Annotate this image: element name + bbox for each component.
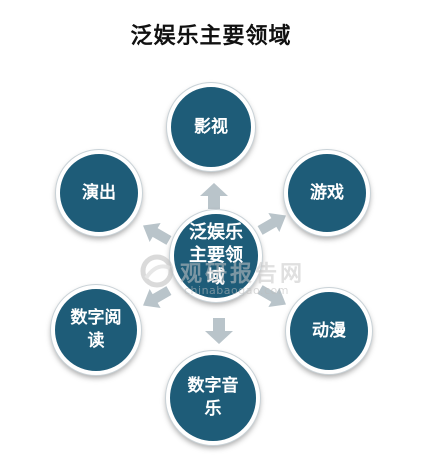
arrow-upper-right [255, 206, 292, 240]
node-anime: 动漫 [286, 288, 372, 374]
arrow-down [205, 318, 233, 344]
arrow-upper-left [138, 216, 175, 250]
node-music: 数字音 乐 [166, 351, 260, 445]
node-performance: 演出 [56, 150, 142, 236]
arrow-lower-left [138, 281, 175, 315]
diagram-title: 泛娱乐主要领域 [130, 23, 292, 49]
arrow-lower-right [255, 280, 292, 314]
node-center: 泛娱乐 主要领 域 [170, 210, 262, 302]
watermark-logo-icon [140, 254, 174, 288]
arrow-up [200, 183, 228, 209]
node-reading: 数字阅 读 [51, 285, 141, 375]
node-film: 影视 [167, 83, 255, 171]
node-games: 游戏 [284, 150, 370, 236]
